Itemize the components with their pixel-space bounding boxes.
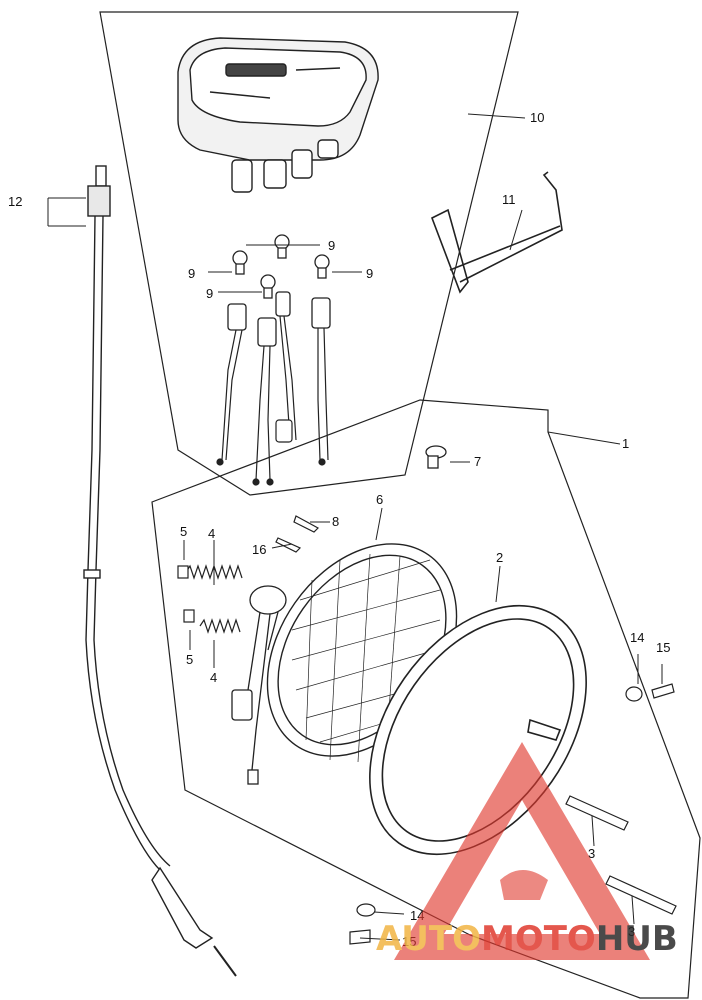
headlight-socket-harness bbox=[231, 585, 287, 785]
callout-4-lower: 4 bbox=[210, 670, 217, 685]
headlight-group-outline bbox=[151, 399, 701, 999]
watermark-text-moto: MOTO bbox=[481, 919, 596, 959]
adjusting-springs bbox=[177, 564, 243, 634]
callout-5-upper: 5 bbox=[180, 524, 187, 539]
callout-3-upper: 3 bbox=[588, 846, 595, 861]
meter-bracket bbox=[430, 171, 563, 294]
callout-numbers: 10 11 12 9 9 9 9 1 7 6 8 16 5 4 2 5 4 14… bbox=[8, 110, 670, 949]
callout-12: 12 bbox=[8, 194, 22, 209]
speedometer-meter-assembly bbox=[177, 37, 379, 193]
speedometer-cable bbox=[83, 165, 237, 977]
callout-7: 7 bbox=[474, 454, 481, 469]
svg-text:AUTOMOTOHUB: AUTOMOTOHUB bbox=[376, 919, 678, 959]
callout-4-upper: 4 bbox=[208, 526, 215, 541]
callout-16: 16 bbox=[252, 542, 266, 557]
callout-10: 10 bbox=[530, 110, 544, 125]
bulb-and-socket-set bbox=[227, 234, 331, 347]
callout-9-top: 9 bbox=[328, 238, 335, 253]
meter-group-outline bbox=[99, 11, 519, 496]
callout-15-right: 15 bbox=[656, 640, 670, 655]
callout-6: 6 bbox=[376, 492, 383, 507]
watermark-text-hub: HUB bbox=[596, 919, 678, 959]
callout-2: 2 bbox=[496, 550, 503, 565]
callout-11: 11 bbox=[502, 192, 516, 207]
watermark-text-auto: AUTO bbox=[376, 919, 481, 959]
small-hardware bbox=[275, 515, 677, 945]
callout-14-right: 14 bbox=[630, 630, 644, 645]
meter-wiring bbox=[216, 315, 329, 486]
callout-5-lower: 5 bbox=[186, 652, 193, 667]
callout-9-right: 9 bbox=[366, 266, 373, 281]
automotohub-watermark: AUTOMOTOHUB bbox=[376, 742, 678, 960]
callout-9-lower: 9 bbox=[206, 286, 213, 301]
callout-9-left: 9 bbox=[188, 266, 195, 281]
bolt-7 bbox=[425, 445, 447, 469]
watermark-triangle bbox=[394, 742, 650, 960]
callout-8: 8 bbox=[332, 514, 339, 529]
callout-1: 1 bbox=[622, 436, 629, 451]
leader-lines bbox=[47, 113, 663, 941]
